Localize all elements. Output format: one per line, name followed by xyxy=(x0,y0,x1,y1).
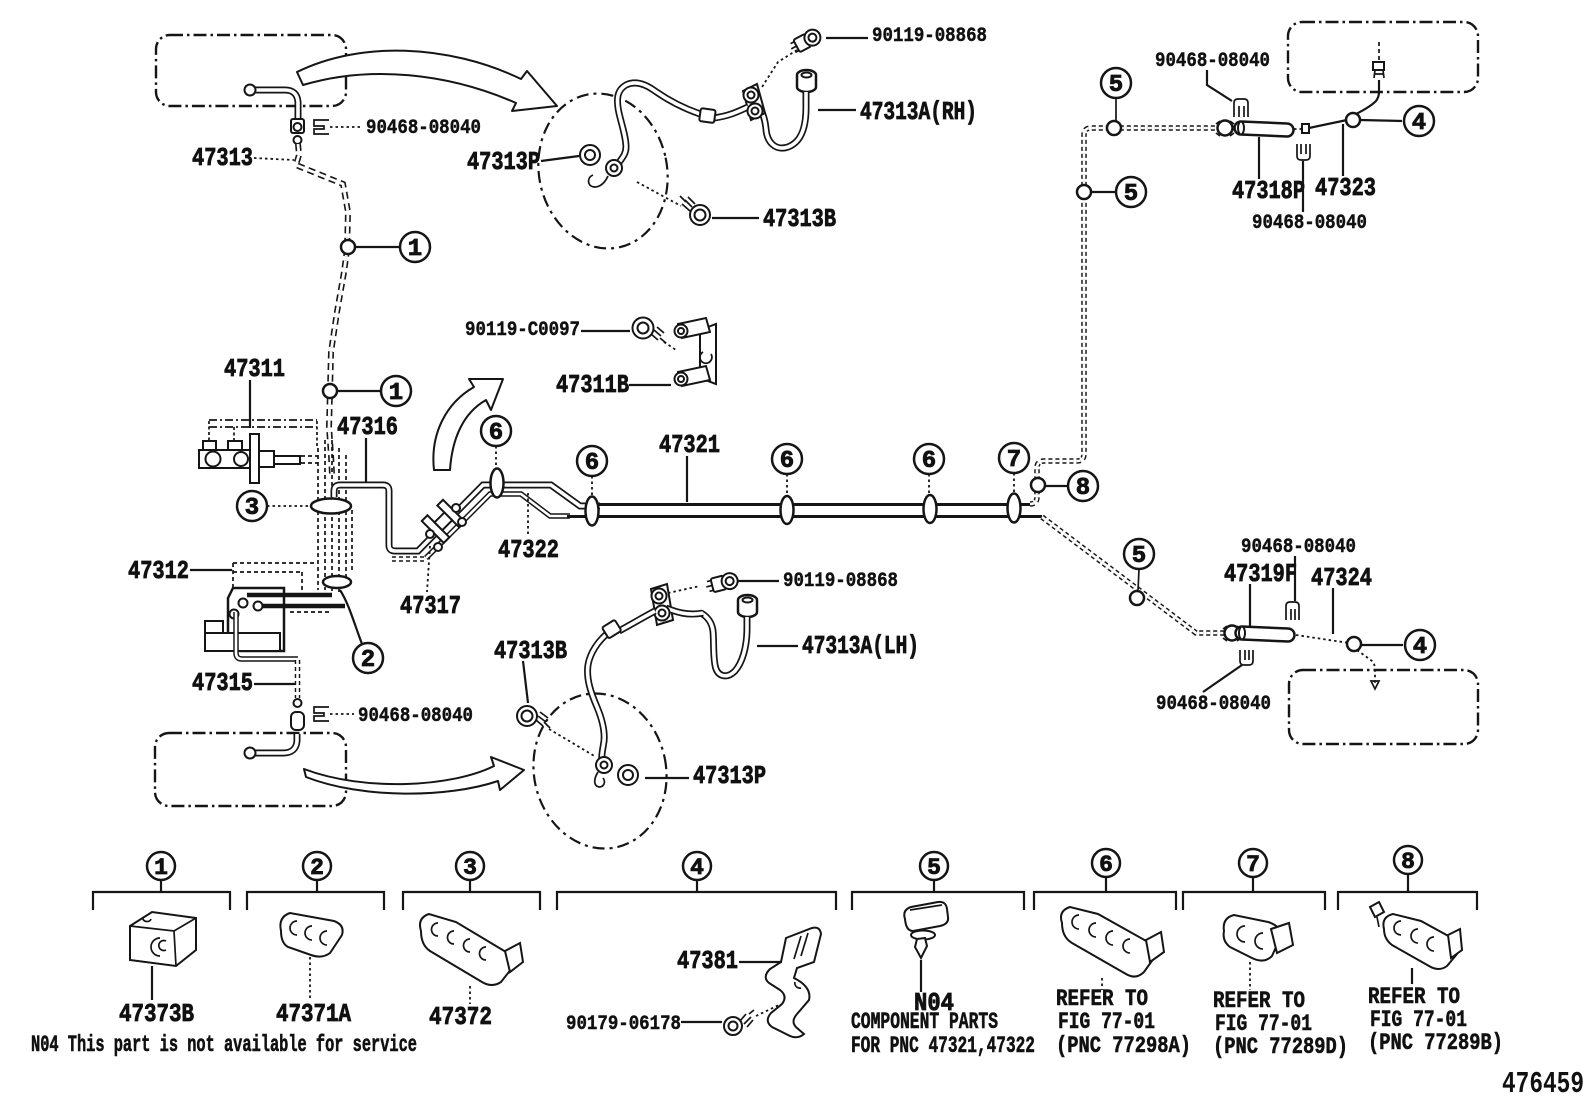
svg-text:47373B: 47373B xyxy=(119,999,194,1029)
svg-text:FOR PNC 47321,47322: FOR PNC 47321,47322 xyxy=(851,1033,1035,1059)
svg-text:REFER TO: REFER TO xyxy=(1213,988,1305,1014)
svg-text:47324: 47324 xyxy=(1311,563,1372,593)
svg-text:47311: 47311 xyxy=(224,354,285,384)
svg-text:47316: 47316 xyxy=(337,412,398,442)
svg-text:47313A(RH): 47313A(RH) xyxy=(860,97,977,127)
svg-text:4: 4 xyxy=(1412,110,1426,137)
svg-text:5: 5 xyxy=(1109,72,1123,99)
svg-text:1: 1 xyxy=(154,855,168,881)
svg-text:47317: 47317 xyxy=(400,591,461,621)
svg-text:90179-06178: 90179-06178 xyxy=(566,1013,681,1036)
svg-text:90468-08040: 90468-08040 xyxy=(366,117,481,140)
svg-text:47313P: 47313P xyxy=(467,147,540,177)
svg-text:REFER TO: REFER TO xyxy=(1368,984,1460,1010)
svg-text:47321: 47321 xyxy=(659,430,720,460)
svg-text:3: 3 xyxy=(463,855,477,881)
svg-text:(PNC 77298A): (PNC 77298A) xyxy=(1056,1033,1191,1059)
svg-text:90119-C0097: 90119-C0097 xyxy=(465,319,580,342)
svg-text:47322: 47322 xyxy=(498,535,559,565)
svg-text:47313B: 47313B xyxy=(494,636,567,666)
svg-text:47323: 47323 xyxy=(1315,173,1376,203)
svg-text:7: 7 xyxy=(1246,852,1260,878)
svg-text:47313: 47313 xyxy=(192,143,253,173)
svg-text:4: 4 xyxy=(690,855,704,881)
svg-text:2: 2 xyxy=(361,647,375,674)
svg-text:90119-08868: 90119-08868 xyxy=(872,25,987,48)
svg-text:47313A(LH): 47313A(LH) xyxy=(802,631,919,661)
svg-text:6: 6 xyxy=(585,450,599,477)
svg-text:47381: 47381 xyxy=(677,946,738,976)
svg-text:(PNC 77289B): (PNC 77289B) xyxy=(1368,1030,1503,1056)
svg-text:N04 This part is not available: N04 This part is not available for servi… xyxy=(31,1032,417,1058)
svg-text:4: 4 xyxy=(1413,634,1427,661)
svg-text:N04: N04 xyxy=(914,988,954,1018)
svg-text:6: 6 xyxy=(780,448,794,475)
svg-text:3: 3 xyxy=(245,495,259,522)
svg-text:6: 6 xyxy=(1099,852,1113,878)
svg-text:1: 1 xyxy=(389,380,403,407)
svg-text:47318P: 47318P xyxy=(1232,176,1305,206)
svg-text:5: 5 xyxy=(927,855,941,881)
svg-text:COMPONENT PARTS: COMPONENT PARTS xyxy=(851,1009,998,1035)
svg-text:FIG 77-01: FIG 77-01 xyxy=(1370,1007,1467,1033)
svg-text:47315: 47315 xyxy=(192,668,253,698)
svg-text:FIG 77-01: FIG 77-01 xyxy=(1058,1009,1155,1035)
svg-text:REFER TO: REFER TO xyxy=(1056,986,1148,1012)
svg-text:47319F: 47319F xyxy=(1224,559,1297,589)
svg-text:FIG 77-01: FIG 77-01 xyxy=(1215,1011,1312,1037)
svg-text:90119-08868: 90119-08868 xyxy=(783,570,898,593)
svg-text:90468-08040: 90468-08040 xyxy=(1156,693,1271,716)
svg-text:5: 5 xyxy=(1132,543,1146,570)
svg-text:47313B: 47313B xyxy=(763,204,836,234)
svg-text:90468-08040: 90468-08040 xyxy=(358,705,473,728)
svg-text:1: 1 xyxy=(408,236,422,263)
svg-text:8: 8 xyxy=(1076,475,1090,502)
svg-text:2: 2 xyxy=(310,855,324,881)
svg-text:90468-08040: 90468-08040 xyxy=(1252,212,1367,235)
svg-text:47312: 47312 xyxy=(128,556,189,586)
svg-text:90468-08040: 90468-08040 xyxy=(1241,536,1356,559)
svg-text:47371A: 47371A xyxy=(276,999,351,1029)
svg-text:47372: 47372 xyxy=(429,1002,492,1032)
svg-text:(PNC 77289D): (PNC 77289D) xyxy=(1213,1034,1348,1060)
svg-text:5: 5 xyxy=(1124,181,1138,208)
svg-text:47311B: 47311B xyxy=(556,370,629,400)
svg-text:47313P: 47313P xyxy=(693,761,766,791)
svg-text:476459: 476459 xyxy=(1502,1067,1584,1099)
svg-text:6: 6 xyxy=(922,448,936,475)
svg-text:6: 6 xyxy=(489,420,503,447)
svg-text:7: 7 xyxy=(1007,447,1021,474)
svg-text:90468-08040: 90468-08040 xyxy=(1155,50,1270,73)
svg-text:8: 8 xyxy=(1401,849,1415,875)
